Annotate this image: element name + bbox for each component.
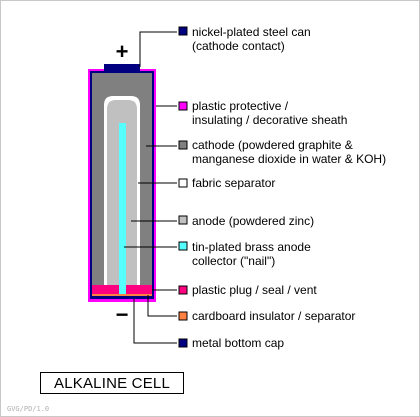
leader-can [139, 31, 177, 67]
label-insulator: cardboard insulator / separator [192, 309, 355, 323]
label-anode: anode (powdered zinc) [192, 214, 314, 228]
swatch-cathode [178, 140, 188, 150]
watermark-text: GVG/PD/1.0 [7, 405, 50, 413]
plastic-plug-right [126, 285, 152, 294]
swatch-can [178, 26, 188, 36]
swatch-bottom-cap [178, 338, 188, 348]
swatch-insulator [178, 311, 188, 321]
plastic-plug-left [92, 285, 119, 294]
cardboard-insulator [92, 294, 152, 296]
swatch-separator [178, 178, 188, 188]
legend-swatches [178, 26, 188, 348]
positive-nub [104, 64, 140, 71]
label-plug: plastic plug / seal / vent [192, 283, 317, 297]
label-sheath-line1: plastic protective / [192, 99, 289, 113]
legend-labels: nickel-plated steel can (cathode contact… [192, 25, 386, 350]
diagram-title: ALKALINE CELL [40, 372, 184, 394]
leader-lines [124, 31, 177, 344]
battery-cross-section [88, 64, 156, 302]
leader-insulator [147, 295, 177, 317]
label-can-line2: (cathode contact) [192, 39, 285, 53]
label-separator: fabric separator [192, 176, 275, 190]
label-cathode-line1: cathode (powdered graphite & [192, 138, 353, 152]
swatch-plug [178, 285, 188, 295]
swatch-collector [178, 241, 188, 251]
positive-terminal-sign: + [116, 39, 129, 64]
bottom-cap [90, 296, 154, 299]
label-collector-line1: tin-plated brass anode [192, 240, 311, 254]
swatch-anode [178, 215, 188, 225]
label-bottom-cap: metal bottom cap [192, 336, 284, 350]
label-can-line1: nickel-plated steel can [192, 25, 311, 39]
anode-collector-nail [119, 123, 126, 293]
label-collector-line2: collector ("nail") [192, 254, 275, 268]
leader-bottom-cap [133, 299, 177, 344]
swatch-sheath [178, 101, 188, 111]
label-cathode-line2: manganese dioxide in water & KOH) [192, 152, 386, 166]
label-sheath-line2: insulating / decorative sheath [192, 113, 347, 127]
negative-terminal-sign: − [116, 302, 129, 327]
